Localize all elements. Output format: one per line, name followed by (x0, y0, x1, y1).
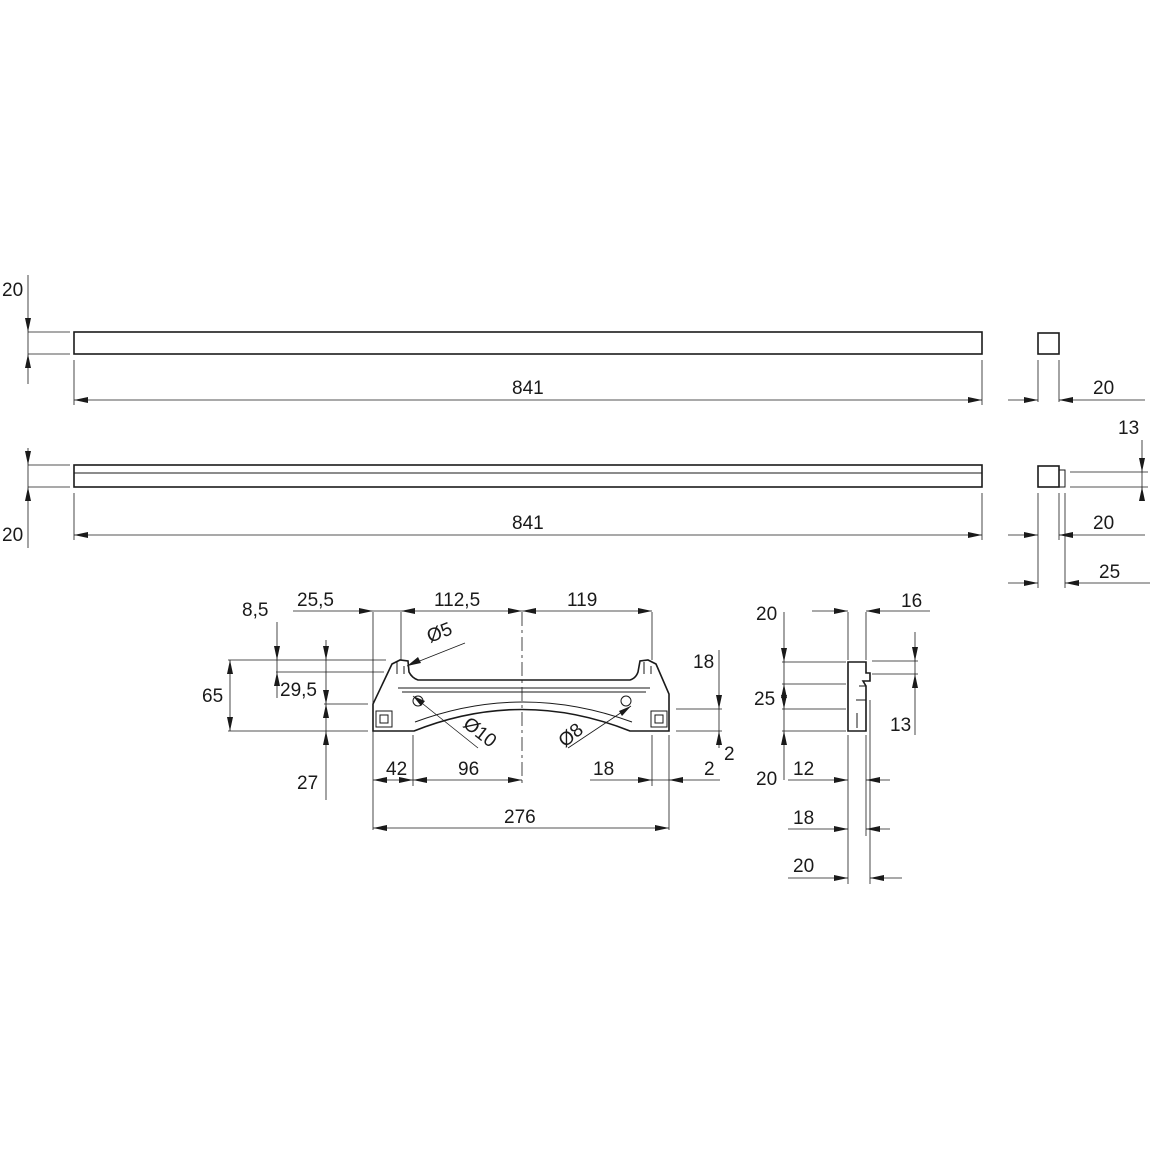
bracket-d-276: 276 (504, 807, 536, 828)
bar-top-view: 841 20 (2, 275, 983, 405)
side-d-20-top: 20 (756, 604, 777, 625)
bar-top-height-label: 20 (2, 280, 23, 301)
bar-bottom-height-label: 20 (2, 525, 23, 546)
bracket-d-96: 96 (458, 759, 479, 780)
bar-bottom-overall-label: 25 (1099, 562, 1120, 583)
bracket-d-29-5: 29,5 (280, 680, 317, 701)
side-d-20: 20 (793, 856, 814, 877)
bracket-d-27: 27 (297, 773, 318, 794)
side-d-13: 13 (890, 715, 911, 736)
bracket-side-view: 20 25 20 16 13 12 18 2 (754, 591, 930, 884)
bracket-d-18-right: 18 (693, 652, 714, 673)
bar-top-section: 20 (1008, 332, 1145, 403)
side-d-16: 16 (901, 591, 922, 612)
side-d-18: 18 (793, 808, 814, 829)
bracket-d-42: 42 (386, 759, 407, 780)
bracket-d-112-5: 112,5 (434, 590, 480, 611)
bar-top-length-label: 841 (512, 378, 544, 399)
side-d-25: 25 (754, 689, 775, 710)
bar-top-section-label: 20 (1093, 378, 1114, 399)
bracket-d-18-bottom: 18 (593, 759, 614, 780)
bar-bottom-length-label: 841 (512, 513, 544, 534)
bracket-front-view: 25,5 112,5 119 65 8,5 29,5 27 18 (202, 590, 735, 831)
bracket-d-2-bottom: 2 (704, 759, 715, 780)
bracket-hole-5: Ø5 (424, 619, 455, 648)
bar-bottom-section: 20 25 13 (1008, 418, 1150, 588)
bar-bottom-offset-label: 13 (1118, 418, 1139, 439)
bracket-d-119: 119 (567, 590, 597, 611)
bar-bottom-section-label: 20 (1093, 513, 1114, 534)
bracket-hole-10: Ø10 (459, 713, 500, 752)
side-d-20-bottom: 20 (756, 769, 777, 790)
side-d-12: 12 (793, 759, 814, 780)
bracket-d-8-5: 8,5 (242, 600, 268, 621)
bar-bottom-view: 841 20 (2, 448, 983, 548)
bracket-d-65: 65 (202, 686, 223, 707)
bracket-hole-8: Ø8 (555, 719, 588, 751)
bracket-d-2-right: 2 (724, 744, 735, 765)
bracket-d-25-5: 25,5 (297, 590, 334, 611)
